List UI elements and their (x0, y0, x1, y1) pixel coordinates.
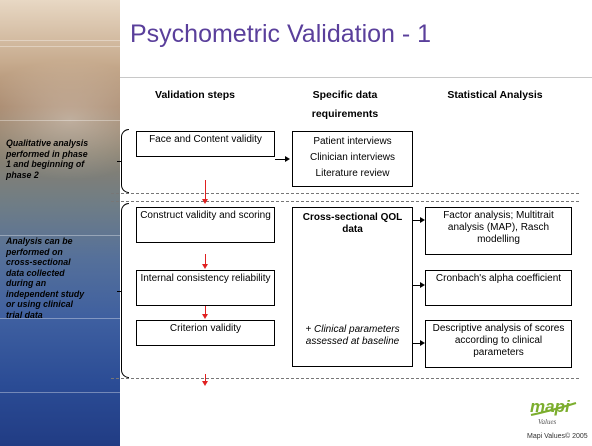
arrow-data-to-descriptive (413, 340, 425, 346)
quantitative-brace (117, 203, 129, 378)
arrow-data-to-cronbach (413, 282, 425, 288)
header-specific-data-line1: Specific data (312, 89, 378, 101)
logo-sub-text: Values (538, 418, 557, 426)
title-divider (120, 77, 592, 78)
header-specific-data: Specific data requirements (280, 86, 410, 124)
data-cross-sectional-qol: Cross-sectional QOL data (302, 212, 403, 235)
note-analysis: Analysis can be performed on cross-secti… (6, 236, 85, 320)
flow-arrow-2 (202, 254, 208, 269)
mapi-logo: mapi Values (528, 394, 580, 428)
arrow-face-to-data (275, 156, 290, 162)
section-divider-top (111, 193, 579, 194)
decorative-sidebar (0, 0, 120, 446)
quantitative-data-box: Cross-sectional QOL data + Clinical para… (292, 207, 413, 367)
arrow-data-to-factor (413, 217, 425, 223)
step-construct-validity: Construct validity and scoring (136, 207, 275, 243)
data-patient-interviews: Patient interviews (313, 136, 392, 147)
data-literature-review: Literature review (315, 168, 390, 179)
copyright-footer: Mapi Values© 2005 (527, 433, 588, 440)
logo-brand-text: mapi (530, 397, 571, 416)
section-divider-middle (111, 201, 579, 202)
analysis-cronbach-alpha: Cronbach's alpha coefficient (425, 270, 572, 306)
flow-arrow-3 (202, 306, 208, 319)
analysis-factor-analysis: Factor analysis; Multitrait analysis (MA… (425, 207, 572, 255)
data-clinical-parameters: + Clinical parameters assessed at baseli… (305, 324, 400, 347)
note-qualitative: Qualitative analysis performed in phase … (6, 138, 89, 180)
header-statistical-analysis: Statistical Analysis (447, 89, 543, 101)
slide-title: Psychometric Validation - 1 (130, 20, 432, 48)
step-face-content-validity: Face and Content validity (136, 131, 275, 157)
step-internal-consistency: Internal consistency reliability (136, 270, 275, 306)
header-validation-steps: Validation steps (155, 89, 235, 101)
flow-arrow-1 (202, 180, 208, 204)
section-divider-bottom (111, 378, 579, 379)
step-criterion-validity: Criterion validity (136, 320, 275, 346)
header-specific-data-line2: requirements (311, 108, 379, 120)
qualitative-data-box: Patient interviews Clinician interviews … (292, 131, 413, 187)
analysis-descriptive: Descriptive analysis of scores according… (425, 320, 572, 368)
flow-arrow-4 (202, 374, 208, 386)
qualitative-brace (117, 129, 129, 193)
data-clinician-interviews: Clinician interviews (309, 152, 396, 163)
